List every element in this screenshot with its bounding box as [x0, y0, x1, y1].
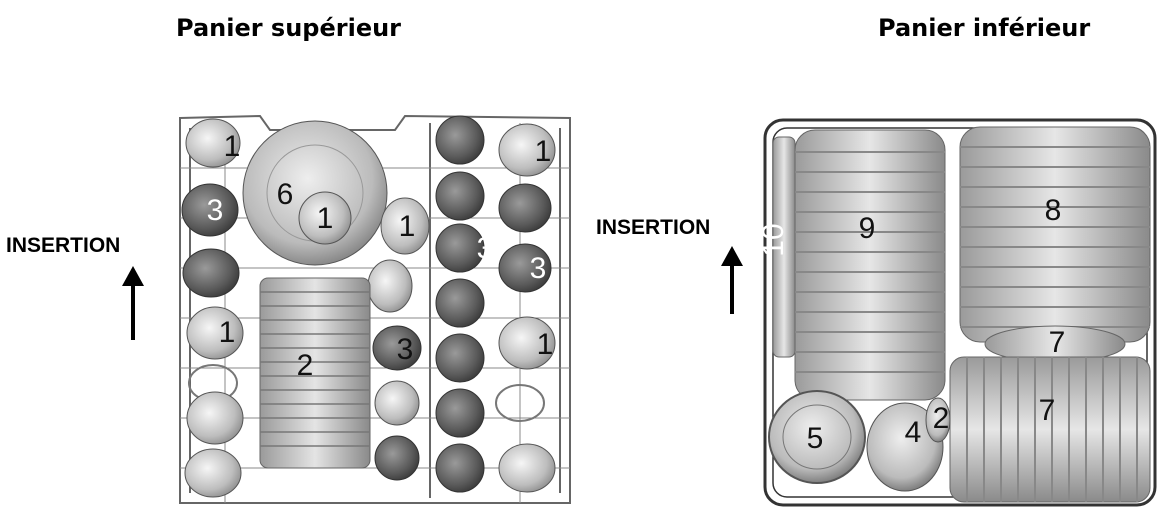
- lower-basket-diagram: 10 9 8 7 7 5 4 2: [757, 118, 1157, 507]
- label-bowl-small: 2: [933, 402, 950, 435]
- label-glass-right-a: 3: [477, 232, 494, 265]
- label-plates-bottom: 7: [1039, 394, 1056, 427]
- label-cup-center: 1: [317, 202, 334, 235]
- label-plate-small: 6: [277, 178, 294, 211]
- upper-plate-stack: [259, 277, 371, 469]
- upper-insertion-label: INSERTION: [6, 234, 121, 257]
- label-glass-mid: 3: [397, 333, 414, 366]
- label-glass-right-b: 3: [530, 252, 547, 285]
- label-cup-tr: 1: [535, 135, 552, 168]
- label-pot: 5: [807, 422, 824, 455]
- upper-basket-diagram: 1 3 6 1 1 1 3 3 1 1 2 3: [179, 114, 571, 504]
- label-plates-left: 9: [859, 212, 876, 245]
- label-cup-lower-left: 1: [219, 316, 236, 349]
- label-cup-tl: 1: [224, 130, 241, 163]
- lower-basket-title: Panier inférieur: [878, 14, 1091, 42]
- label-plates-right: 8: [1045, 194, 1062, 227]
- label-cup-mid-right: 1: [399, 210, 416, 243]
- label-tray: 10: [757, 223, 790, 256]
- upper-basket-title: Panier supérieur: [176, 14, 402, 42]
- lower-insertion-label: INSERTION: [596, 216, 711, 239]
- upper-rack-frame: [179, 114, 571, 504]
- label-plates-stack: 2: [297, 349, 314, 382]
- label-plate-stack-mid: 7: [1049, 326, 1066, 359]
- label-glass-left: 3: [207, 194, 224, 227]
- label-cup-lower-right: 1: [537, 328, 554, 361]
- upper-insertion-arrow-icon: [122, 266, 144, 340]
- label-bowl: 4: [905, 416, 922, 449]
- lower-insertion-arrow-icon: [721, 246, 743, 314]
